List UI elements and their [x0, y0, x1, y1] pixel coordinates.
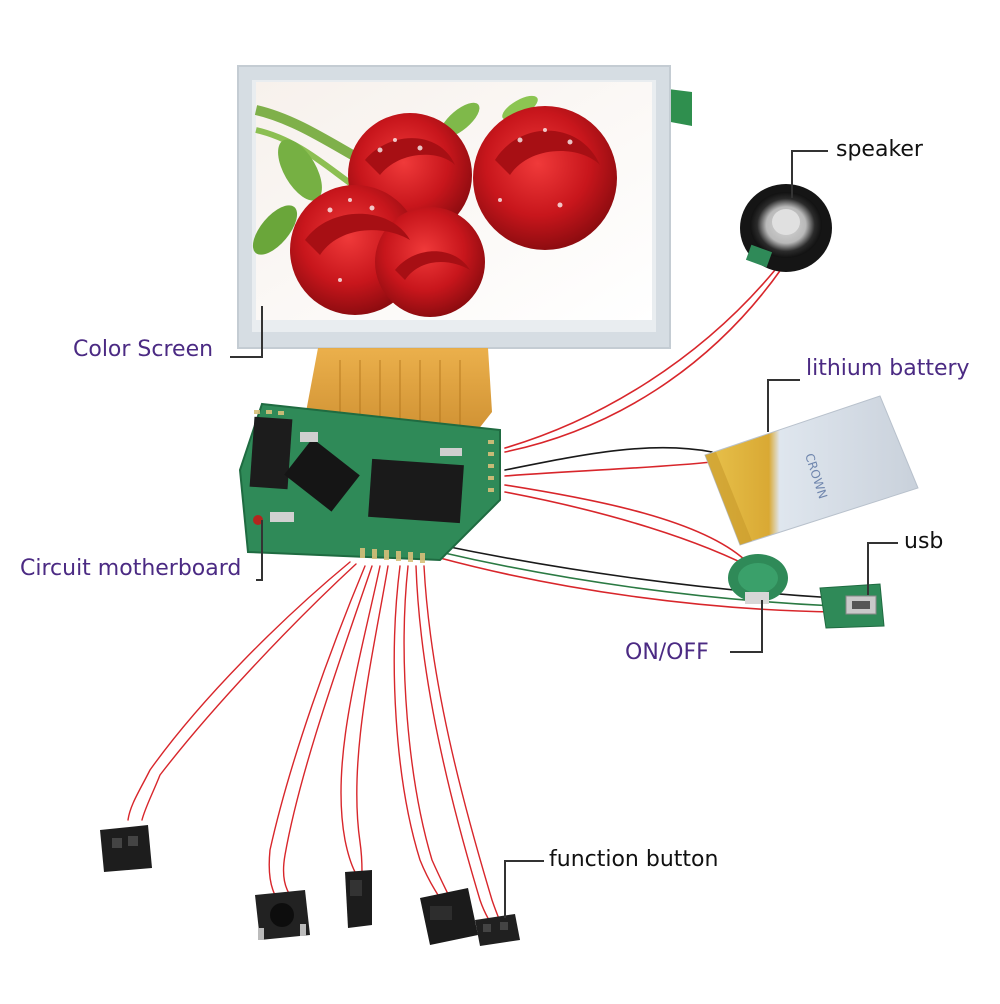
label-function-button: function button: [549, 847, 719, 872]
button-wire: [423, 565, 501, 923]
leader-speaker: [791, 150, 828, 198]
leader-onoff: [730, 600, 763, 653]
label-on-off: ON/OFF: [625, 640, 709, 665]
roses-picture: [252, 95, 617, 317]
lithium-battery: CROWN: [704, 395, 919, 546]
button-wire: [356, 565, 389, 873]
on-off-switch: [728, 554, 788, 604]
color-screen: [237, 65, 692, 349]
button-wire: [282, 565, 373, 896]
button-wire: [403, 565, 451, 899]
processor-chip: [284, 438, 360, 512]
function-button-4: [420, 888, 478, 945]
usb-wire: [439, 551, 836, 607]
button-wire: [340, 565, 381, 873]
leader-battery: [767, 379, 800, 432]
wires: [127, 267, 836, 923]
leader-function: [504, 860, 544, 918]
usb-board: [819, 583, 885, 629]
function-button-3: [345, 870, 372, 928]
label-lithium-battery: lithium battery: [806, 356, 970, 381]
switch-wire: [504, 484, 746, 561]
usb-wire: [439, 557, 836, 613]
leader-usb: [867, 542, 898, 595]
label-speaker: speaker: [836, 137, 923, 162]
speaker: [740, 184, 832, 272]
label-usb: usb: [904, 529, 944, 554]
switch-wire: [504, 491, 761, 573]
speaker-wire: [504, 267, 783, 453]
battery-wire: [504, 461, 713, 477]
circuit-motherboard: [238, 402, 501, 563]
button-wire: [127, 561, 351, 821]
button-wire: [268, 565, 366, 896]
label-color-screen: Color Screen: [73, 337, 214, 362]
label-circuit-motherboard: Circuit motherboard: [20, 556, 242, 581]
usb-wire: [439, 544, 836, 599]
flash-chip: [368, 458, 464, 524]
button-wire: [393, 565, 441, 899]
function-button-5: [475, 914, 520, 946]
speaker-wire: [504, 269, 776, 449]
function-button-2: [255, 890, 310, 940]
button-wire: [141, 563, 357, 821]
function-button-1: [100, 825, 152, 872]
leader-motherboard: [256, 520, 263, 581]
battery-wire: [504, 446, 713, 471]
button-wire: [415, 565, 491, 923]
leader-color-screen: [230, 306, 263, 358]
leader-lines: [230, 150, 898, 918]
memory-chip: [249, 416, 293, 490]
function-buttons: [100, 825, 520, 946]
